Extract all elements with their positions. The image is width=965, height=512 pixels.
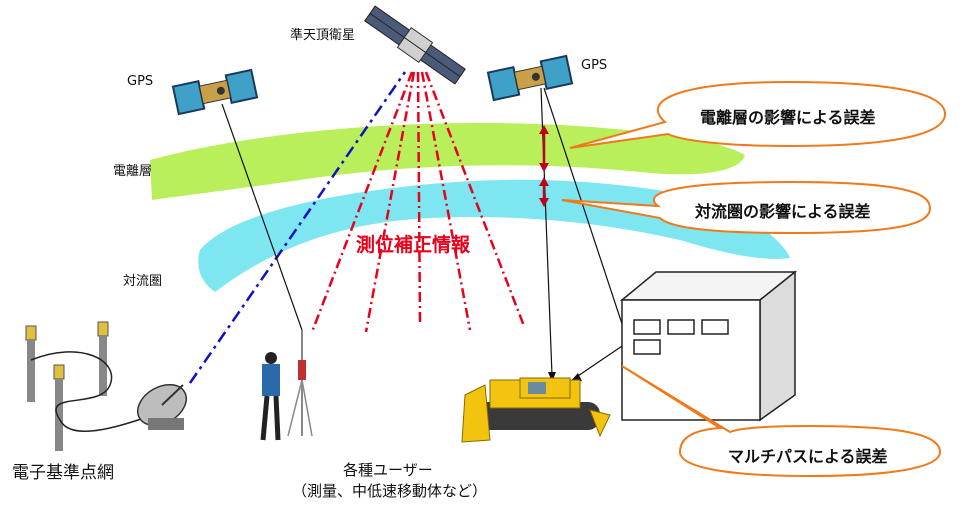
- error-arrowhead-1: [539, 125, 549, 134]
- error-arrowhead-2: [539, 163, 549, 172]
- correction-beams: [310, 71, 526, 333]
- gps-left-label: GPS: [127, 74, 154, 89]
- troposphere-label: 対流圏: [123, 274, 163, 289]
- reference-network-label: 電子基準点網: [12, 463, 114, 483]
- callout-troposphere: [561, 180, 932, 235]
- error-arrowhead-3: [539, 177, 549, 186]
- surveyor-icon: [260, 330, 313, 441]
- users-label: 各種ユーザー: [343, 461, 433, 479]
- troposphere-error-text: 対流圏の影響による誤差: [695, 202, 871, 221]
- signal-lines: [221, 87, 629, 381]
- callout-ionosphere: [569, 80, 947, 149]
- gps-satellite-right-icon: [486, 54, 574, 102]
- gps-satellite-left-icon: [171, 68, 259, 116]
- ionosphere-error-text: 電離層の影響による誤差: [700, 108, 876, 127]
- qzss-satellite-icon: [364, 5, 466, 85]
- qzss-label: 準天頂衛星: [290, 28, 356, 43]
- multipath-error-text: マルチパスによる誤差: [728, 447, 888, 466]
- arrowhead-1: [548, 372, 556, 382]
- bulldozer-icon: [461, 377, 611, 443]
- callout-multipath: [621, 365, 942, 478]
- reference-station-icons: [25, 321, 151, 451]
- dish-antenna-icon: [137, 383, 187, 430]
- error-arrowhead-4: [539, 198, 549, 207]
- building-icon: [619, 270, 798, 422]
- ionosphere-label: 電離層: [113, 164, 153, 179]
- correction-label: 測位補正情報: [356, 234, 471, 256]
- gps-right-label: GPS: [581, 58, 608, 73]
- users-sub-label: （測量、中低速移動体など）: [292, 482, 488, 500]
